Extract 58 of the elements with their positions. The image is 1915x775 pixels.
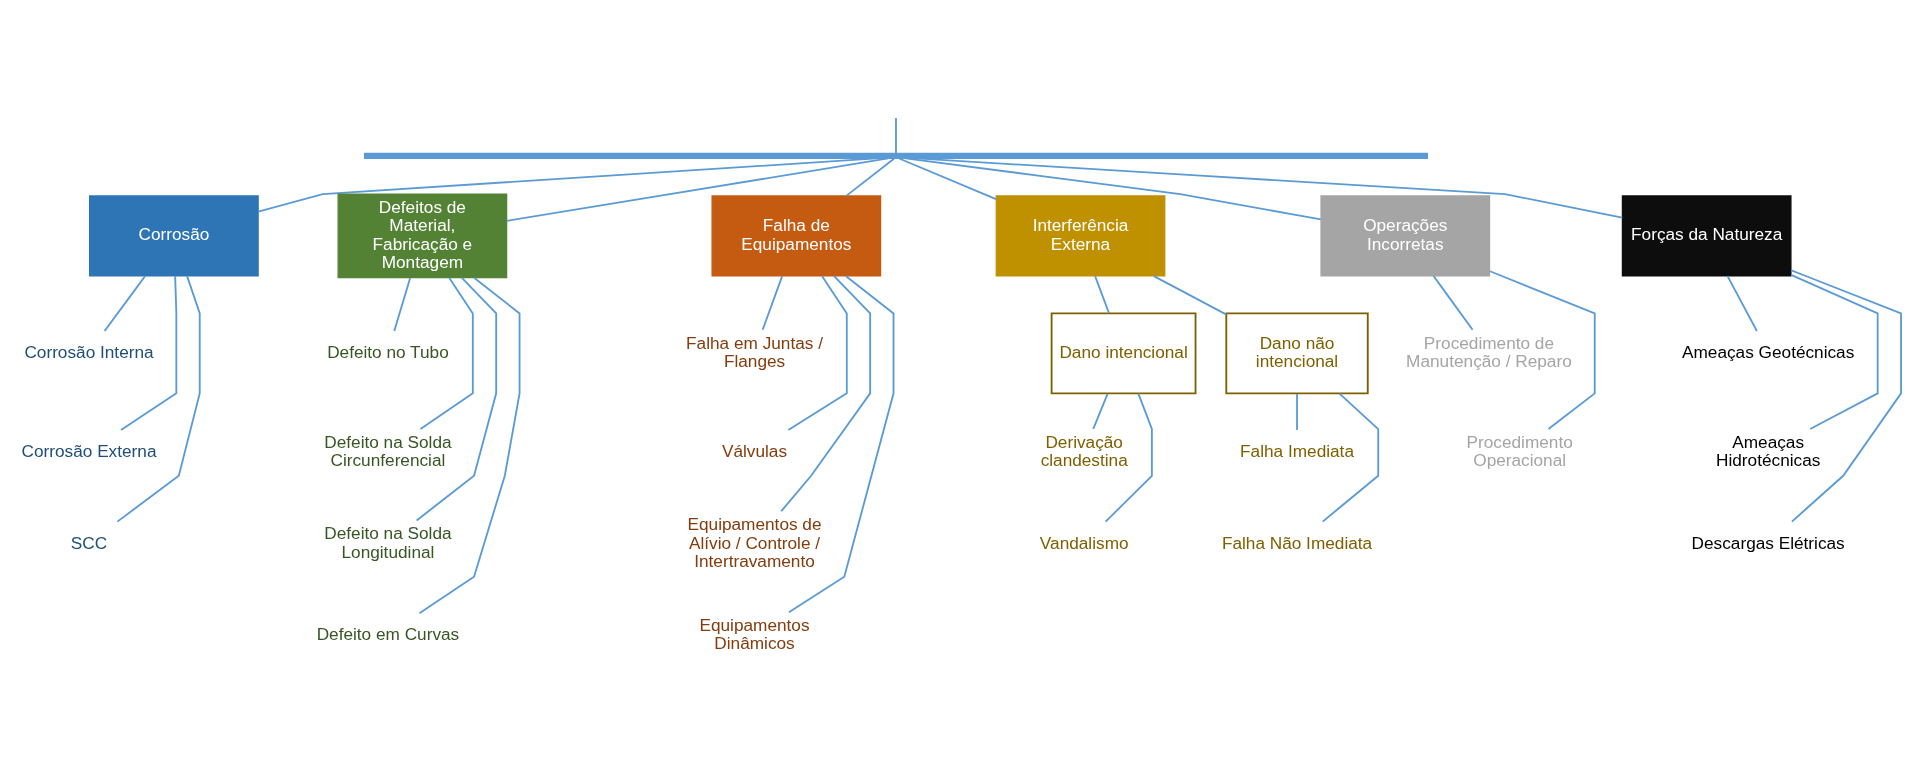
node-text: Defeito no Tubo bbox=[327, 341, 449, 362]
node-text: SCC bbox=[70, 532, 108, 553]
node-text: Válvulas bbox=[721, 440, 788, 461]
connector bbox=[1432, 274, 1474, 331]
node-box: Dano intencional bbox=[1050, 311, 1197, 394]
node-box: Falha de Equipamentos bbox=[711, 194, 882, 276]
node-box: Dano não intencional bbox=[1225, 311, 1369, 394]
connector bbox=[898, 157, 997, 200]
connector bbox=[1790, 268, 1902, 523]
node-box: Defeitos de Material, Fabricação e Montagem bbox=[337, 192, 508, 278]
node-text: Defeito na Solda Longitudinal bbox=[324, 522, 452, 562]
node-text: Defeito na Solda Circunferencial bbox=[324, 431, 452, 470]
node-text: Equipamentos Dinâmicos bbox=[699, 614, 810, 653]
node-text: Procedimento de Manutenção / Reparo bbox=[1406, 332, 1572, 371]
connector bbox=[1092, 392, 1109, 430]
connector bbox=[1321, 392, 1380, 523]
connector bbox=[1790, 273, 1879, 430]
node-text: Corrosão Externa bbox=[21, 440, 157, 461]
connector bbox=[116, 274, 201, 523]
connector bbox=[761, 274, 784, 331]
connector bbox=[780, 274, 872, 512]
connector bbox=[418, 276, 521, 614]
connector bbox=[904, 157, 1322, 220]
node-text: Equipamentos de Alívio / Controle / Intertravamento bbox=[687, 513, 822, 571]
connector bbox=[1104, 392, 1153, 523]
node-text: Falha Imediata bbox=[1240, 440, 1354, 461]
node-text: Falha Não Imediata bbox=[1221, 532, 1373, 553]
connector bbox=[103, 274, 147, 332]
connector bbox=[895, 116, 897, 154]
node-box: Forças da Natureza bbox=[1621, 194, 1792, 276]
connector bbox=[415, 276, 498, 521]
node-box: Corrosão bbox=[89, 194, 259, 276]
connector bbox=[1726, 274, 1758, 332]
connector bbox=[915, 157, 1624, 219]
connector bbox=[393, 276, 412, 332]
connector bbox=[787, 274, 848, 431]
node-text: Defeito em Curvas bbox=[316, 623, 460, 644]
connector bbox=[1489, 269, 1596, 430]
connector bbox=[257, 157, 878, 213]
connector bbox=[1152, 274, 1227, 315]
node-text: Falha em Juntas / Flanges bbox=[686, 332, 823, 371]
node-text: Ameaças Hidrotécnicas bbox=[1716, 431, 1821, 470]
node-text: Descargas Elétricas bbox=[1691, 532, 1845, 553]
node-text: Ameaças Geotécnicas bbox=[1682, 341, 1855, 362]
connector bbox=[1296, 392, 1298, 431]
connector bbox=[1094, 274, 1110, 314]
node-box: Interferência Externa bbox=[995, 194, 1166, 276]
connector bbox=[419, 276, 474, 430]
node-text: Vandalismo bbox=[1039, 532, 1129, 553]
connector bbox=[505, 157, 890, 222]
node-text: Procedimento Operacional bbox=[1466, 431, 1573, 470]
connector bbox=[120, 274, 178, 431]
connector bbox=[845, 157, 896, 197]
node-text: Corrosão Interna bbox=[24, 341, 154, 362]
node-text: Derivação clandestina bbox=[1040, 431, 1128, 470]
node-bar bbox=[363, 152, 1429, 159]
node-box: Operações Incorretas bbox=[1320, 194, 1491, 276]
connector bbox=[788, 274, 895, 613]
